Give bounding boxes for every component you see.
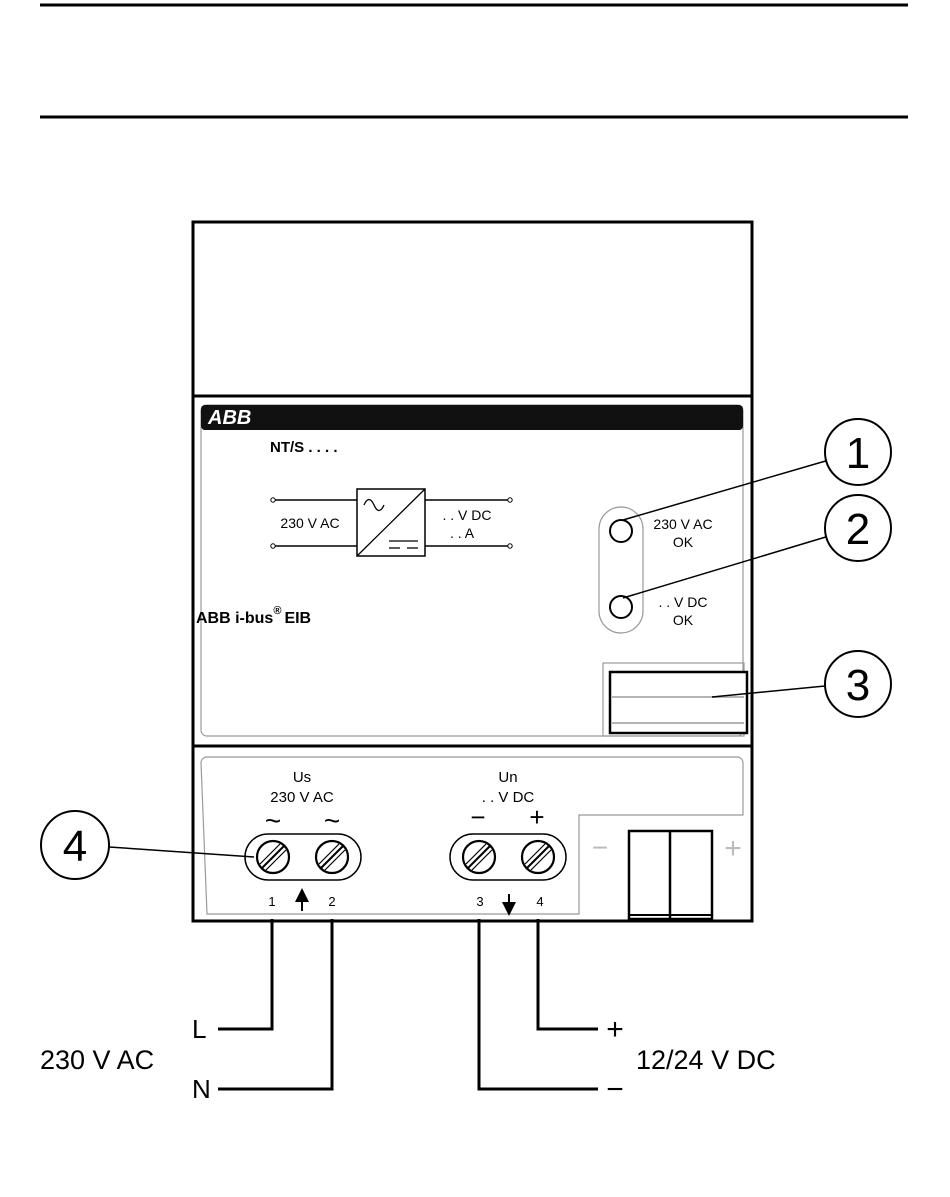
callout-2-number: 2 [846, 505, 870, 554]
terminal-number-4: 4 [536, 894, 543, 909]
led2-label-line1: . . V DC [658, 594, 707, 610]
terminal-screw-4 [522, 841, 554, 873]
model-label: NT/S . . . . [270, 439, 338, 456]
wire-L [218, 919, 272, 1029]
supply-group-name: Us [293, 769, 311, 786]
dc-minus-label: − [606, 1073, 624, 1106]
output-sign-plus: + [529, 802, 544, 832]
output-sign-minus: − [470, 802, 485, 832]
output-group-name: Un [498, 769, 517, 786]
wire-N [218, 919, 332, 1089]
bus-plus-sign: + [724, 832, 742, 865]
led-230vac-ok [610, 520, 632, 542]
output-group-voltage: . . V DC [482, 789, 535, 806]
ac-supply-label: 230 V AC [40, 1045, 154, 1075]
line-L-label: L [192, 1014, 206, 1044]
wire-plus [538, 919, 598, 1029]
bus-minus-sign: − [592, 832, 608, 863]
callout-3-number: 3 [846, 661, 870, 710]
led1-label-line2: OK [673, 534, 694, 550]
symbol-output-current: . . A [450, 525, 475, 541]
symbol-input-label: 230 V AC [280, 515, 339, 531]
terminal-number-2: 2 [328, 894, 335, 909]
dc-supply-label: 12/24 V DC [636, 1045, 776, 1075]
brand-logo: ABB [207, 407, 251, 429]
brand-bar [201, 405, 743, 430]
led2-label-line2: OK [673, 612, 694, 628]
terminal-number-3: 3 [476, 894, 483, 909]
callout-1-number: 1 [846, 429, 870, 478]
terminal-screw-2 [316, 841, 348, 873]
terminal-screw-3 [463, 841, 495, 873]
symbol-output-voltage: . . V DC [442, 507, 491, 523]
external-wiring [218, 919, 598, 1089]
dc-plus-label: + [606, 1013, 624, 1046]
callout-4-number: 4 [63, 822, 87, 871]
supply-sign-right: ~ [324, 805, 340, 836]
led1-label-line1: 230 V AC [653, 516, 712, 532]
terminal-screw-1 [257, 841, 289, 873]
supply-sign-left: ~ [265, 805, 281, 836]
line-N-label: N [192, 1074, 211, 1104]
led-vdc-ok [610, 596, 632, 618]
terminal-number-1: 1 [268, 894, 275, 909]
supply-group-voltage: 230 V AC [270, 789, 334, 806]
bus-connector [629, 831, 712, 919]
